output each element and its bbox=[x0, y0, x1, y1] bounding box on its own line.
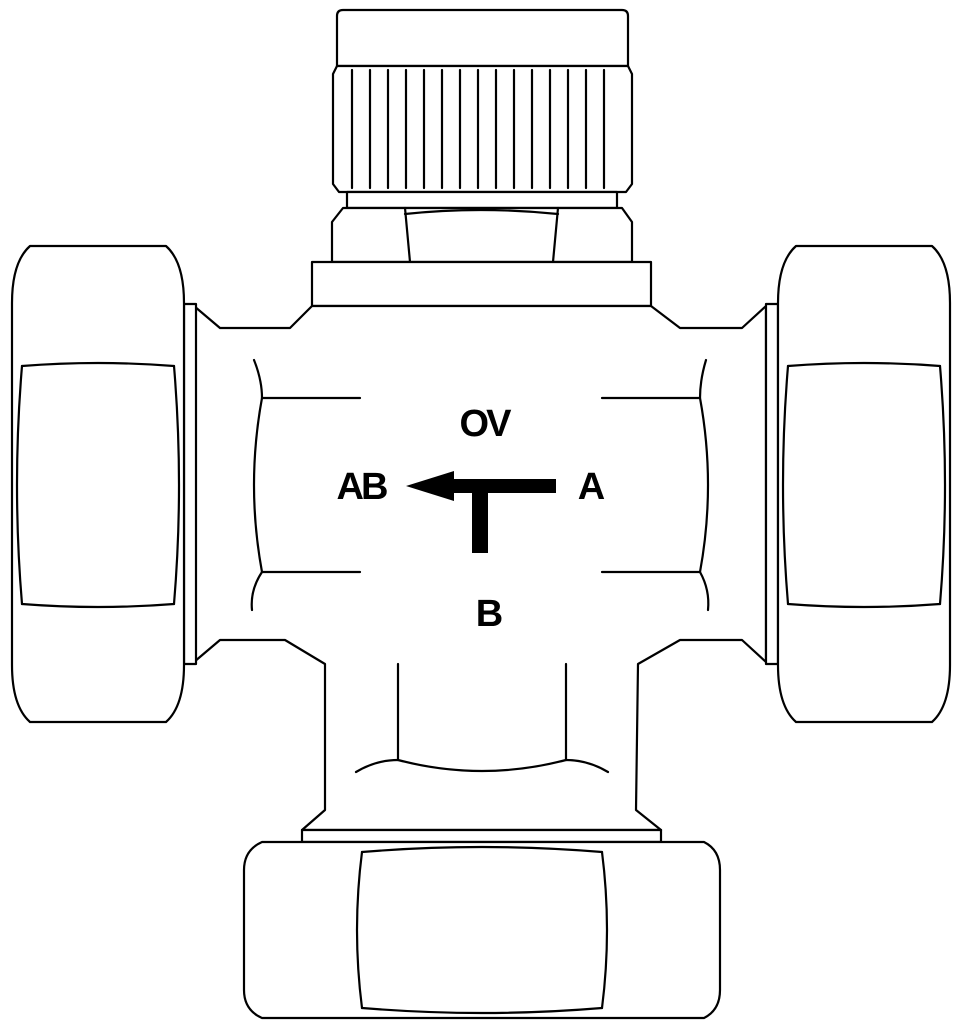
port-label-a: A bbox=[578, 466, 605, 508]
valve-body bbox=[192, 304, 768, 832]
bottom-union-nut bbox=[242, 840, 722, 1020]
right-union-nut bbox=[776, 244, 952, 724]
bonnet-flange bbox=[310, 260, 653, 308]
port-label-b: B bbox=[476, 593, 502, 635]
nut-edge-right bbox=[551, 206, 560, 264]
left-port-connection bbox=[10, 244, 198, 724]
nut-chamfer bbox=[403, 208, 560, 216]
bottom-port-ring bbox=[300, 828, 663, 844]
port-label-ov: OV bbox=[460, 403, 513, 445]
knob-ribbed-body bbox=[331, 64, 634, 194]
right-port-ring bbox=[764, 302, 780, 666]
bottom-port-connection bbox=[242, 828, 722, 1020]
knob-collar bbox=[345, 190, 619, 210]
flow-arrow bbox=[406, 471, 556, 553]
port-label-ab: AB bbox=[337, 466, 387, 508]
left-union-nut bbox=[10, 244, 186, 724]
right-port-connection bbox=[764, 244, 952, 724]
left-port-ring bbox=[182, 302, 198, 666]
knob-cap bbox=[335, 8, 630, 68]
actuator-knob bbox=[310, 8, 653, 308]
stem-hex-nut bbox=[330, 206, 634, 264]
arrow-shaft bbox=[438, 479, 556, 493]
body-contours bbox=[250, 358, 710, 774]
arrow-branch bbox=[472, 479, 488, 553]
nut-edge-left bbox=[403, 206, 412, 264]
arrow-head bbox=[406, 471, 454, 501]
knob-ribs bbox=[350, 68, 606, 190]
